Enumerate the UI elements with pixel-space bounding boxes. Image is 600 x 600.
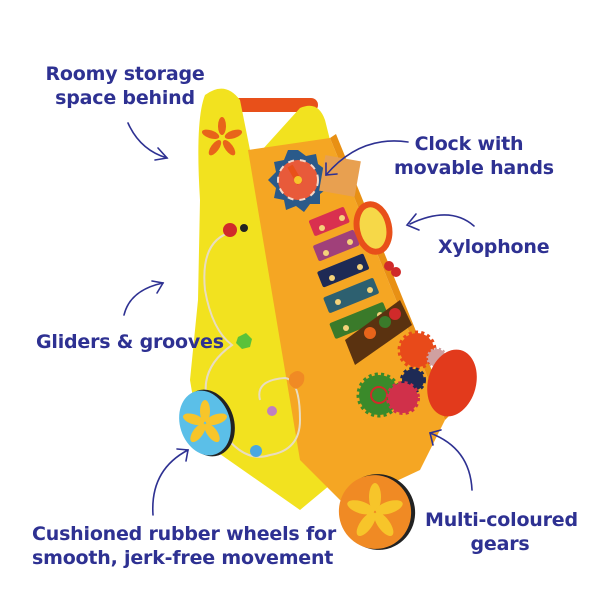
callout-wheels-line-2: smooth, jerk-free movement — [32, 547, 334, 569]
clock — [268, 150, 328, 212]
arrow-gears-icon — [429, 429, 473, 491]
callout-clock-line-1: Clock with — [414, 133, 524, 155]
xylophone — [308, 207, 389, 339]
arrow-wheels-icon — [152, 448, 189, 516]
callout-gliders: Gliders & grooves — [36, 330, 224, 354]
callout-storage: Roomy storage space behind — [40, 62, 210, 110]
arrow-gliders-icon — [123, 280, 165, 316]
handle — [232, 98, 318, 112]
callout-gears-line-2: gears — [470, 533, 530, 555]
arrow-storage-icon — [127, 122, 169, 161]
rotating-cube — [319, 155, 361, 197]
callout-xylophone: Xylophone — [438, 235, 550, 259]
callout-wheels: Cushioned rubber wheels for smooth, jerk… — [32, 522, 337, 570]
mirror — [353, 201, 393, 255]
callout-clock-line-2: movable hands — [394, 157, 554, 179]
wheel-back-left — [179, 389, 235, 457]
gears — [356, 330, 448, 418]
flower-decoration-icon — [201, 117, 243, 156]
callout-storage-line-1: Roomy storage — [45, 63, 205, 85]
callout-gears: Multi-coloured gears — [425, 508, 578, 556]
callout-gears-line-1: Multi-coloured — [425, 509, 578, 531]
arrow-xylophone-icon — [405, 213, 475, 231]
callout-gliders-line-1: Gliders & grooves — [36, 331, 224, 353]
wheel-front — [338, 474, 416, 550]
wheel-back-right — [427, 349, 477, 417]
callout-wheels-line-1: Cushioned rubber wheels for — [32, 523, 337, 545]
callout-xylophone-line-1: Xylophone — [438, 236, 550, 258]
callout-clock: Clock with movable hands — [394, 132, 554, 180]
arrow-clock-icon — [325, 140, 409, 176]
callout-storage-line-2: space behind — [55, 87, 195, 109]
